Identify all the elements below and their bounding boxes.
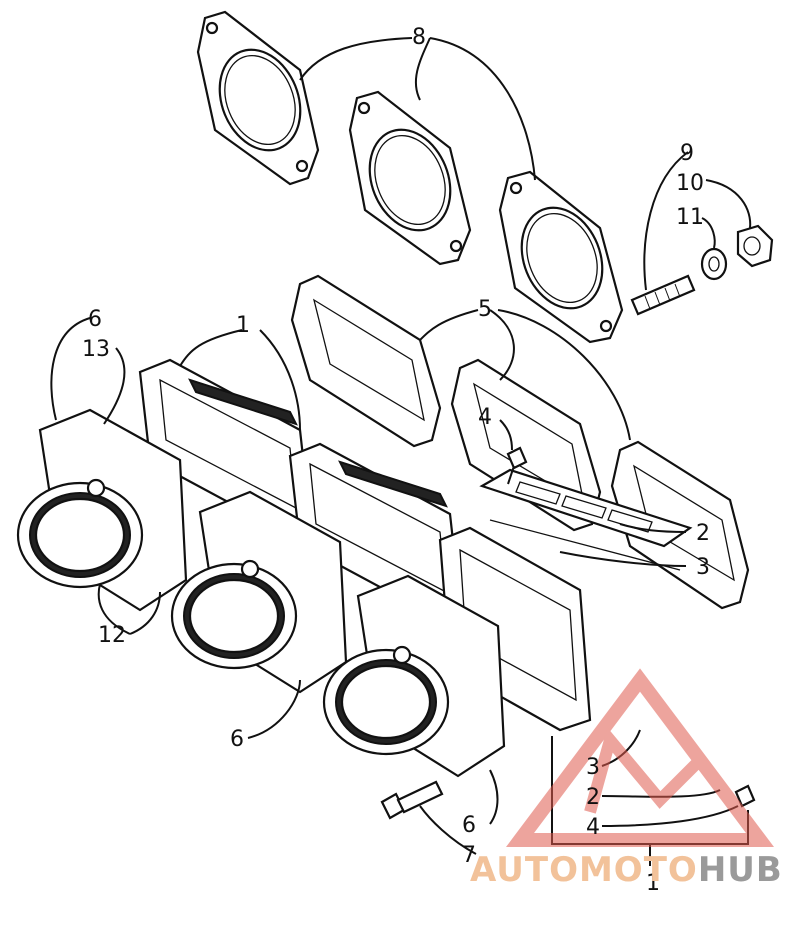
bolt-part-7 xyxy=(380,780,444,820)
screw-part-4-top xyxy=(506,446,528,485)
callout-1-bottom: 1 xyxy=(646,871,660,896)
callout-7: 7 xyxy=(462,843,476,868)
callout-6-topleft: 6 xyxy=(88,307,102,332)
callout-1-top: 1 xyxy=(236,313,250,338)
callout-3-bottom: 3 xyxy=(586,755,600,780)
leader-lines xyxy=(50,37,752,866)
callout-2-bottom: 2 xyxy=(586,785,600,810)
intake-boot-part-12-c xyxy=(322,574,506,778)
watermark-text-part2: HUB xyxy=(697,850,783,890)
callout-10: 10 xyxy=(676,171,704,196)
callout-13: 13 xyxy=(82,337,110,362)
callout-6-bottom: 6 xyxy=(462,813,476,838)
intake-boot-part-12-a xyxy=(16,408,188,612)
nut-part-10 xyxy=(736,224,774,268)
gasket-part-8-a xyxy=(196,10,320,186)
gasket-part-8-b xyxy=(348,90,472,266)
gasket-part-8-c xyxy=(498,170,624,344)
reed-block-part-1-a xyxy=(138,358,312,532)
washer-part-11 xyxy=(700,247,728,281)
callout-12: 12 xyxy=(98,623,126,648)
watermark-text-part1: AUTOMOTO xyxy=(470,850,698,890)
stud-part-9 xyxy=(630,274,696,316)
watermark-text: AUTOMOTOHUB xyxy=(470,850,783,890)
gasket-part-5-a xyxy=(290,274,442,448)
callout-9: 9 xyxy=(680,141,694,166)
callout-8: 8 xyxy=(412,25,426,50)
intake-boot-part-12-b xyxy=(170,490,348,694)
callout-3-right: 3 xyxy=(696,555,710,580)
callout-2-right: 2 xyxy=(696,521,710,546)
reed-stop-part-3 xyxy=(489,519,681,571)
callout-6-middle: 6 xyxy=(230,727,244,752)
callout-11: 11 xyxy=(676,205,704,230)
watermark-logo xyxy=(506,668,774,847)
callout-4-bottom: 4 xyxy=(586,815,600,840)
reed-plate-part-2 xyxy=(479,468,693,548)
callout-4-top: 4 xyxy=(478,405,492,430)
screw-part-4-bottom xyxy=(734,784,756,808)
callout-5: 5 xyxy=(478,297,492,322)
